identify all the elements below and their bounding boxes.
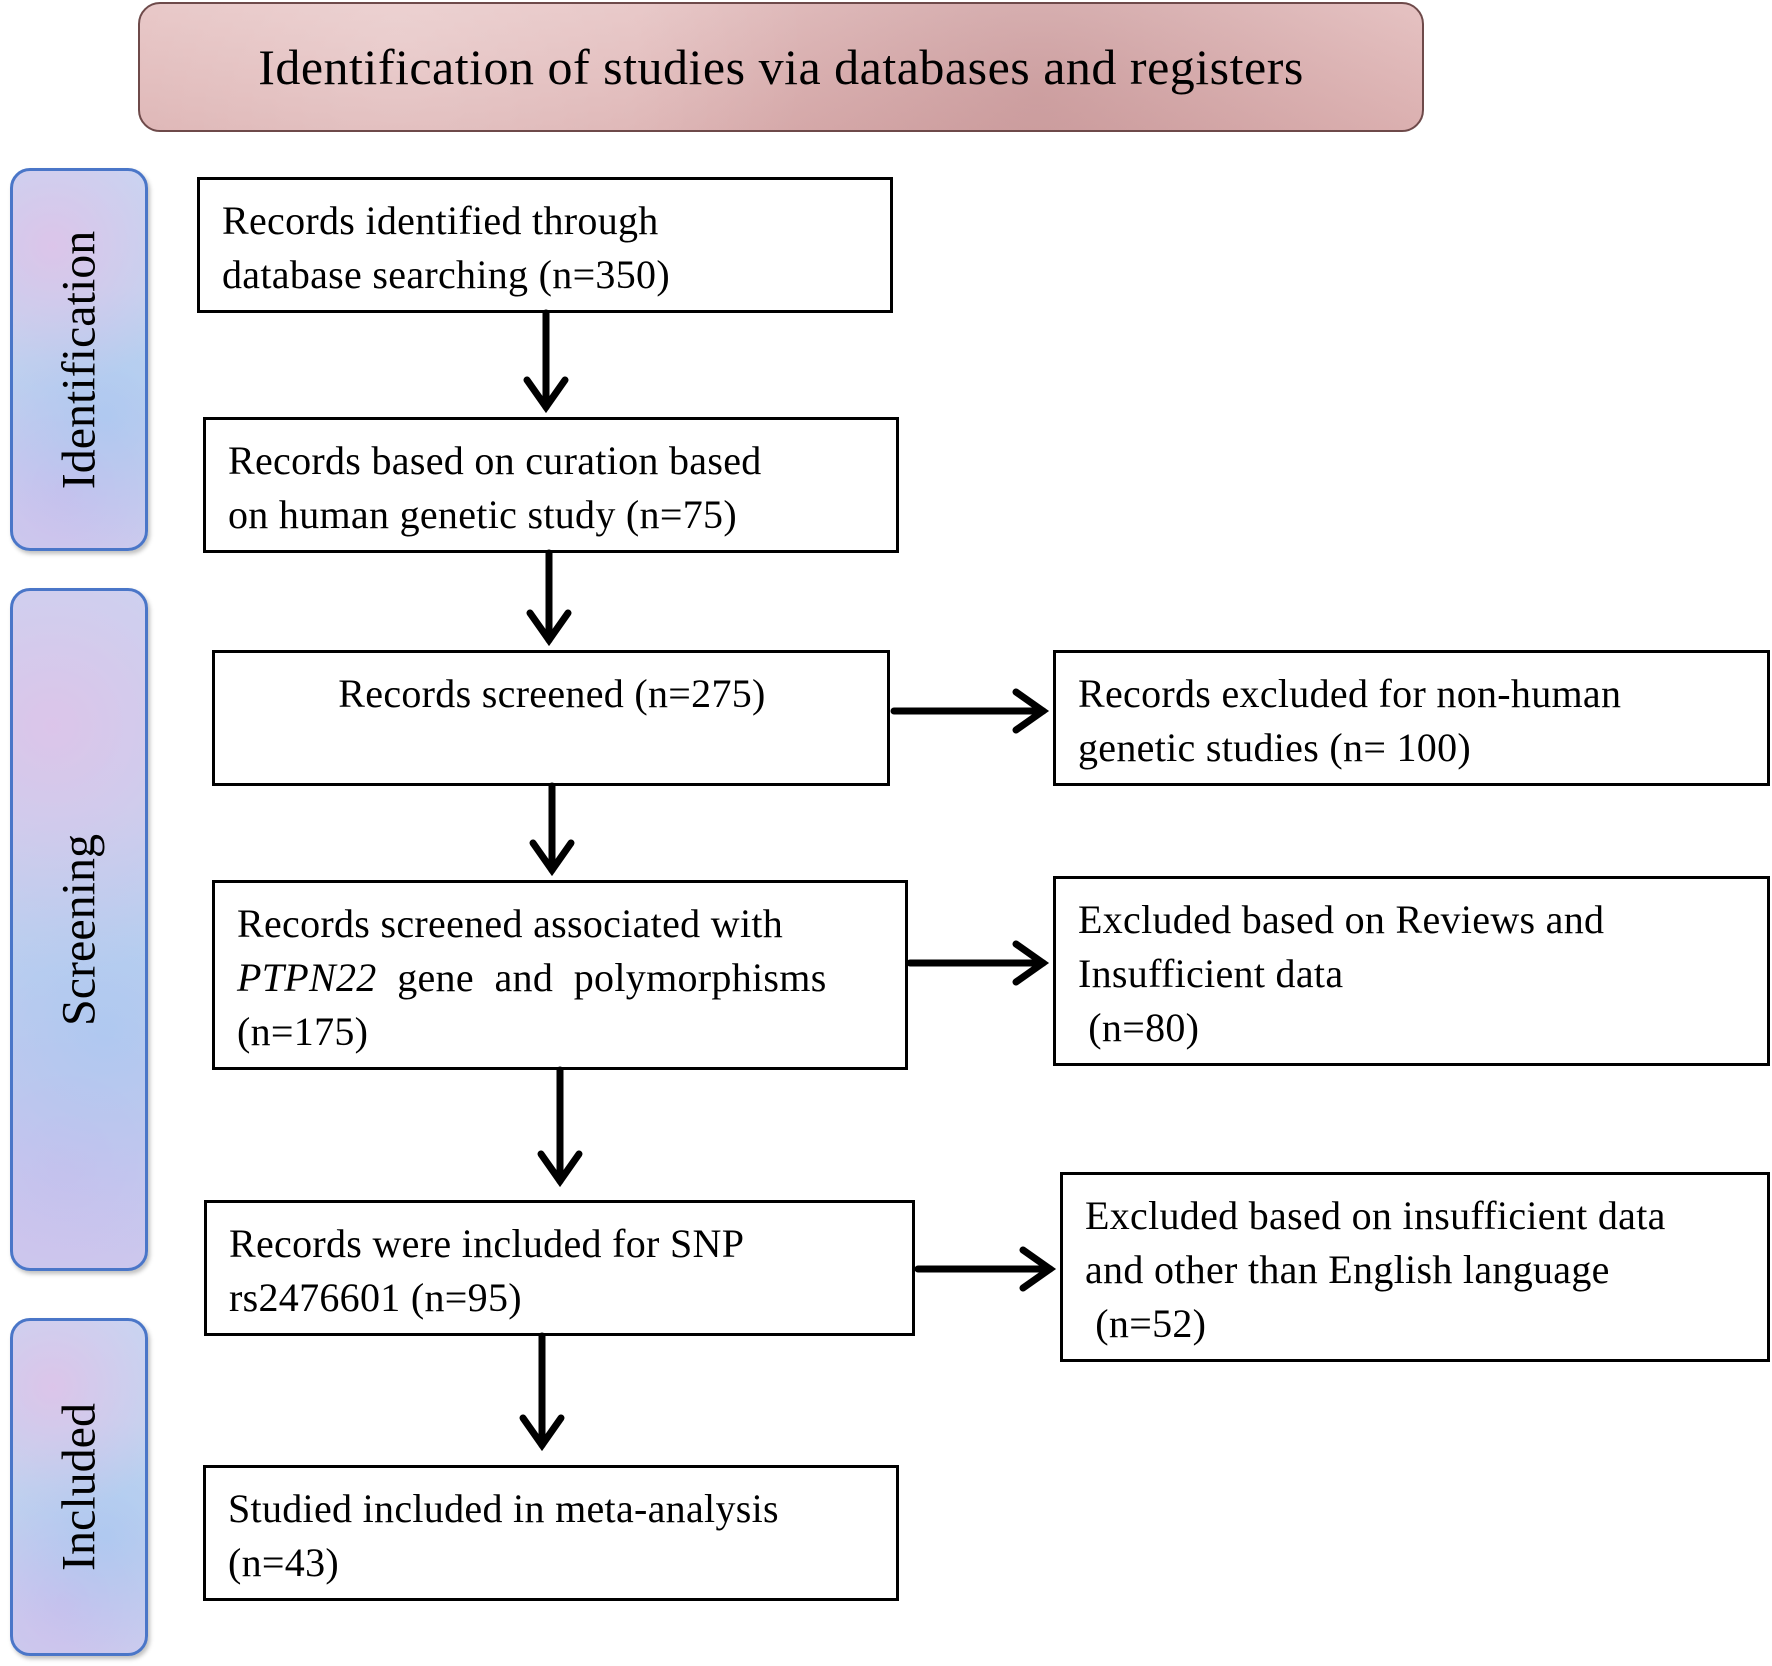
box-text-line: (n=43) (228, 1540, 339, 1585)
box-text-line: Excluded based on insufficient data (1085, 1193, 1666, 1238)
box-text-line: rs2476601 (n=95) (229, 1275, 522, 1320)
box-text-line: Studied included in meta-analysis (228, 1486, 779, 1531)
box-excluded-non-human: Records excluded for non-human genetic s… (1053, 650, 1770, 786)
stage-identification: Identification (10, 168, 148, 551)
arrow-right-icon (890, 688, 1050, 734)
box-text-line: Records identified through (222, 198, 659, 243)
box-text-line: Records screened associated with (237, 901, 784, 946)
box-included-meta-analysis: Studied included in meta-analysis (n=43) (203, 1465, 899, 1601)
box-text-line: PTPN22 gene and polymorphisms (237, 951, 885, 1005)
arrow-down-icon (537, 1066, 583, 1188)
box-text-line: Records screened (n=275) (338, 671, 766, 716)
box-text-fragment: gene and polymorphisms (376, 955, 827, 1000)
arrow-down-icon (526, 549, 572, 647)
stage-included: Included (10, 1318, 148, 1656)
box-text-line: (n=80) (1078, 1005, 1200, 1050)
box-text-line: (n=175) (237, 1009, 369, 1054)
arrow-down-icon (519, 1332, 565, 1452)
box-text-line: Records based on curation based (228, 438, 762, 483)
box-text-line: Records excluded for non-human (1078, 671, 1622, 716)
arrow-down-icon (523, 309, 569, 414)
box-records-identified: Records identified through database sear… (197, 177, 893, 313)
box-text-line: on human genetic study (n=75) (228, 492, 737, 537)
box-excluded-reviews: Excluded based on Reviews and Insufficie… (1053, 876, 1770, 1066)
box-text-line: database searching (n=350) (222, 252, 670, 297)
box-text-line: Excluded based on Reviews and (1078, 897, 1605, 942)
box-text-line: genetic studies (n= 100) (1078, 725, 1472, 770)
gene-name: PTPN22 (237, 955, 377, 1000)
box-text-line: Insufficient data (1078, 951, 1344, 996)
diagram-title: Identification of studies via databases … (138, 2, 1424, 132)
box-ptpn22-screened: Records screened associated with PTPN22 … (212, 880, 908, 1070)
stage-screening: Screening (10, 588, 148, 1271)
box-text-line: and other than English language (1085, 1247, 1610, 1292)
box-snp-included: Records were included for SNP rs2476601 … (204, 1200, 915, 1336)
box-text-line: Records were included for SNP (229, 1221, 745, 1266)
box-records-curation: Records based on curation based on human… (203, 417, 899, 553)
box-excluded-language: Excluded based on insufficient data and … (1060, 1172, 1770, 1362)
arrow-right-icon (906, 940, 1050, 986)
box-text-line: (n=52) (1085, 1301, 1207, 1346)
arrow-down-icon (529, 782, 575, 877)
arrow-right-icon (914, 1246, 1057, 1292)
